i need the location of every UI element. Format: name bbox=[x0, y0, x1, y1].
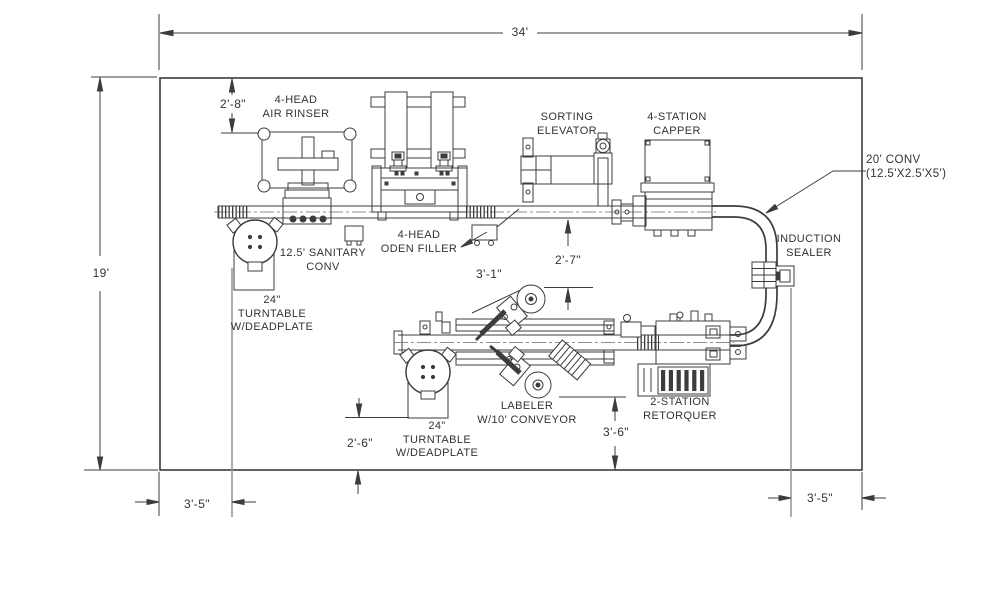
bottom-turntable-drawing bbox=[399, 346, 457, 419]
dim-conv-gap: 2'-7" bbox=[553, 253, 583, 267]
dim-overall-depth: 19' bbox=[90, 266, 112, 280]
sorting-elevator-drawing bbox=[520, 132, 647, 227]
dimension-34ft bbox=[158, 14, 863, 70]
dim-left-clearance: 3'-5" bbox=[182, 497, 212, 511]
dim-overall-width: 34' bbox=[509, 25, 531, 39]
dimension-2ft7in bbox=[544, 219, 593, 310]
leader-20ft-conv bbox=[765, 170, 866, 214]
dimension-2ft8in bbox=[221, 78, 259, 134]
capper-drawing bbox=[640, 139, 715, 237]
air-rinser-drawing bbox=[257, 127, 357, 225]
dim-turntable-clearance: 2'-6" bbox=[345, 436, 375, 450]
dimension-2ft6in bbox=[345, 398, 409, 494]
dim-retorquer-clearance: 3'-6" bbox=[601, 425, 631, 439]
label-labeler: LABELER W/10' CONVEYOR bbox=[477, 400, 577, 426]
dim-right-clearance: 3'-5" bbox=[805, 491, 835, 505]
label-induction-sealer: INDUCTION SEALER bbox=[776, 233, 842, 259]
label-turntable-left: 24" TURNTABLE W/DEADPLATE bbox=[230, 294, 314, 333]
label-sorting-elevator: SORTING ELEVATOR bbox=[536, 111, 598, 137]
label-air-rinser: 4-HEAD AIR RINSER bbox=[262, 94, 330, 120]
dimension-3ft6in bbox=[559, 396, 626, 470]
label-capper: 4-STATION CAPPER bbox=[647, 111, 707, 137]
conveyor-accessory-boxes bbox=[344, 208, 520, 246]
label-sanitary-conv: 12.5' SANITARY CONV bbox=[279, 247, 367, 273]
dim-labeler-offset: 3'-1" bbox=[474, 267, 504, 281]
label-20ft-conv: 20' CONV (12.5'X2.5'X5') bbox=[866, 154, 947, 180]
labeler-drawing bbox=[471, 284, 592, 399]
retorquer-drawing bbox=[620, 310, 747, 397]
induction-sealer-drawing bbox=[751, 261, 795, 289]
dim-rinser-offset: 2'-8" bbox=[218, 97, 248, 111]
left-turntable-drawing bbox=[226, 216, 284, 291]
leader-oden-filler bbox=[460, 231, 488, 248]
label-retorquer: 2-STATION RETORQUER bbox=[643, 396, 717, 422]
plan-border bbox=[159, 77, 863, 471]
oden-filler-drawing bbox=[370, 91, 468, 221]
dimension-3ft5in-left bbox=[135, 268, 256, 517]
dimension-3ft5in-right bbox=[768, 288, 886, 517]
label-turntable-bottom: 24" TURNTABLE W/DEADPLATE bbox=[395, 420, 479, 459]
label-oden-filler: 4-HEAD ODEN FILLER bbox=[380, 229, 458, 255]
dimension-19ft bbox=[84, 76, 158, 471]
